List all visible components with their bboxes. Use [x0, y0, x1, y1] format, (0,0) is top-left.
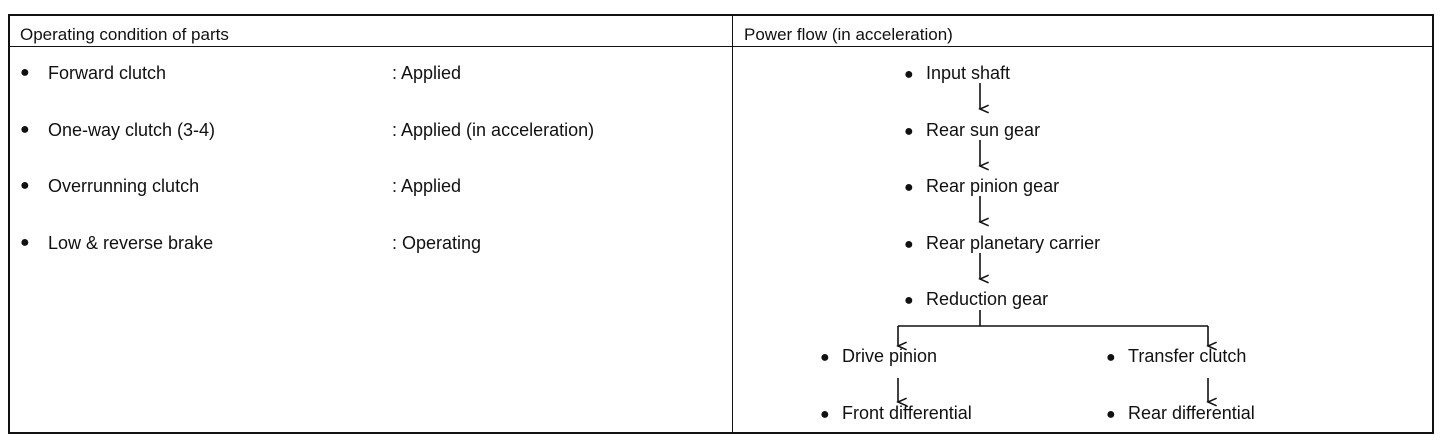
flow-node-reduction-gear: ● Reduction gear: [904, 288, 1048, 312]
bullet-icon: ●: [904, 236, 914, 253]
header-rule: [10, 46, 1432, 47]
bullet-icon: ●: [820, 406, 830, 423]
bullet-icon: ●: [820, 349, 830, 366]
bullet-icon: ●: [20, 177, 30, 194]
flow-node-label: Rear pinion gear: [926, 176, 1060, 196]
flow-node-rear-pinion-gear: ● Rear pinion gear: [904, 175, 1059, 199]
flow-node-front-differential: ● Front differential: [820, 402, 972, 426]
part-name: Low & reverse brake: [48, 233, 214, 253]
bullet-icon: ●: [904, 179, 914, 196]
flow-node-transfer-clutch: ● Transfer clutch: [1106, 345, 1246, 369]
flow-node-label: Front differential: [842, 403, 972, 423]
flow-node-rear-planetary-carrier: ● Rear planetary carrier: [904, 232, 1100, 256]
flow-node-label: Drive pinion: [842, 346, 938, 366]
flow-node-label: Transfer clutch: [1128, 346, 1247, 366]
flow-node-rear-differential: ● Rear differential: [1106, 402, 1255, 426]
right-column-header: Power flow (in acceleration): [744, 25, 953, 44]
bullet-icon: ●: [904, 292, 914, 309]
part-name: Forward clutch: [48, 63, 167, 83]
bullet-icon: ●: [20, 121, 30, 138]
part-status: : Applied (in acceleration): [392, 120, 595, 140]
power-flow-arrows: [10, 83, 1432, 432]
bullet-icon: ●: [20, 64, 30, 81]
part-status: : Operating: [392, 233, 482, 253]
flow-node-label: Input shaft: [926, 63, 1011, 83]
flow-node-input-shaft: ● Input shaft: [904, 62, 1010, 86]
flow-node-label: Rear sun gear: [926, 120, 1041, 140]
flow-node-label: Rear differential: [1128, 403, 1255, 423]
bullet-icon: ●: [904, 66, 914, 83]
part-name: Overrunning clutch: [48, 176, 200, 196]
flow-node-label: Reduction gear: [926, 289, 1049, 309]
bullet-icon: ●: [904, 123, 914, 140]
left-column-header: Operating condition of parts: [20, 25, 229, 44]
flow-node-drive-pinion: ● Drive pinion: [820, 345, 937, 369]
part-name: One-way clutch (3-4): [48, 120, 216, 140]
operation-table: Operating condition of parts Power flow …: [8, 14, 1434, 434]
bullet-icon: ●: [1106, 406, 1116, 423]
flow-node-label: Rear planetary carrier: [926, 233, 1101, 253]
bullet-icon: ●: [20, 234, 30, 251]
bullet-icon: ●: [1106, 349, 1116, 366]
column-divider: [732, 16, 733, 432]
part-status: : Applied: [392, 63, 462, 83]
flow-node-rear-sun-gear: ● Rear sun gear: [904, 119, 1040, 143]
part-status: : Applied: [392, 176, 462, 196]
